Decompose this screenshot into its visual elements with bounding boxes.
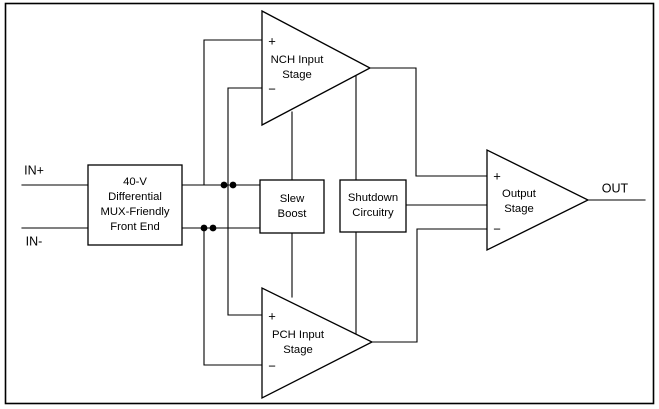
- shutdown-label-line-1: Shutdown: [348, 192, 398, 204]
- front-end-label-line-3: MUX-Friendly: [100, 206, 169, 218]
- block-output-stage: + Output Stage −: [486, 148, 590, 252]
- junction-dot-lower-b: [209, 224, 217, 232]
- port-label-in-plus: IN+: [24, 163, 44, 177]
- nch-minus-sign: −: [268, 81, 276, 96]
- output-stage-plus-sign: +: [493, 168, 501, 183]
- block-slew-boost: Slew Boost: [259, 179, 325, 234]
- block-front-end: 40-V Differential MUX-Friendly Front End: [87, 164, 183, 246]
- port-label-out: OUT: [602, 181, 629, 195]
- block-nch-input-stage: + NCH Input Stage −: [261, 9, 372, 127]
- slew-boost-label-line-1: Slew: [280, 193, 305, 205]
- shutdown-label-line-2: Circuitry: [352, 207, 394, 219]
- output-stage-label-line-1: Output: [502, 188, 537, 200]
- front-end-label-line-2: Differential: [108, 191, 162, 203]
- front-end-label-line-4: Front End: [110, 221, 160, 233]
- block-shutdown-circuitry: Shutdown Circuitry: [339, 179, 407, 233]
- output-stage-label-line-2: Stage: [504, 203, 534, 215]
- pch-label-line-1: PCH Input: [272, 329, 325, 341]
- wire-bus-upper-to-nch-plus: [203, 39, 263, 186]
- slew-boost-label-line-2: Boost: [278, 208, 308, 220]
- output-stage-triangle-outline: [486, 148, 590, 252]
- pch-label-line-2: Stage: [283, 344, 313, 356]
- pch-minus-sign: −: [268, 358, 276, 373]
- wire-bus-lower-to-pch-minus: [203, 227, 263, 366]
- pch-triangle-outline: [261, 286, 374, 400]
- nch-label-line-1: NCH Input: [271, 54, 325, 66]
- shutdown-outline: [339, 179, 407, 233]
- junction-dot-upper-a: [220, 181, 228, 189]
- wire-pch-out-to-output-minus: [371, 228, 488, 343]
- front-end-outline: [87, 164, 183, 246]
- output-stage-minus-sign: −: [493, 221, 501, 236]
- wire-nch-out-to-output-plus: [369, 67, 488, 177]
- nch-triangle-outline: [261, 9, 372, 127]
- port-label-in-minus: IN-: [26, 234, 43, 248]
- junction-dot-upper-b: [229, 181, 237, 189]
- slew-boost-outline: [259, 179, 325, 234]
- block-pch-input-stage: + PCH Input Stage −: [261, 286, 374, 400]
- front-end-label-line-1: 40-V: [123, 176, 147, 188]
- junction-dot-lower-a: [200, 224, 208, 232]
- pch-plus-sign: +: [268, 308, 276, 323]
- nch-label-line-2: Stage: [282, 69, 312, 81]
- nch-plus-sign: +: [268, 33, 276, 48]
